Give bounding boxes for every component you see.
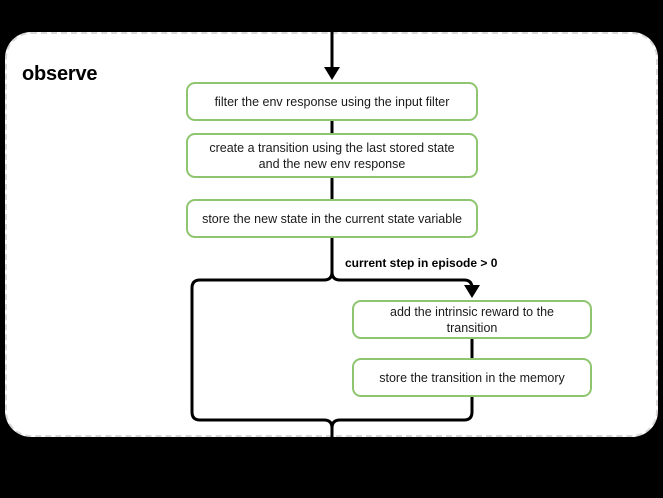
node-filter-env-response[interactable]: filter the env response using the input …	[186, 82, 478, 121]
node-add-intrinsic-reward[interactable]: add the intrinsic reward to the transiti…	[352, 300, 592, 339]
scope-title: observe	[22, 63, 98, 85]
branch-condition-label: current step in episode > 0	[345, 256, 498, 270]
node-store-new-state[interactable]: store the new state in the current state…	[186, 199, 478, 238]
node-store-transition-memory[interactable]: store the transition in the memory	[352, 358, 592, 397]
node-create-transition[interactable]: create a transition using the last store…	[186, 133, 478, 178]
